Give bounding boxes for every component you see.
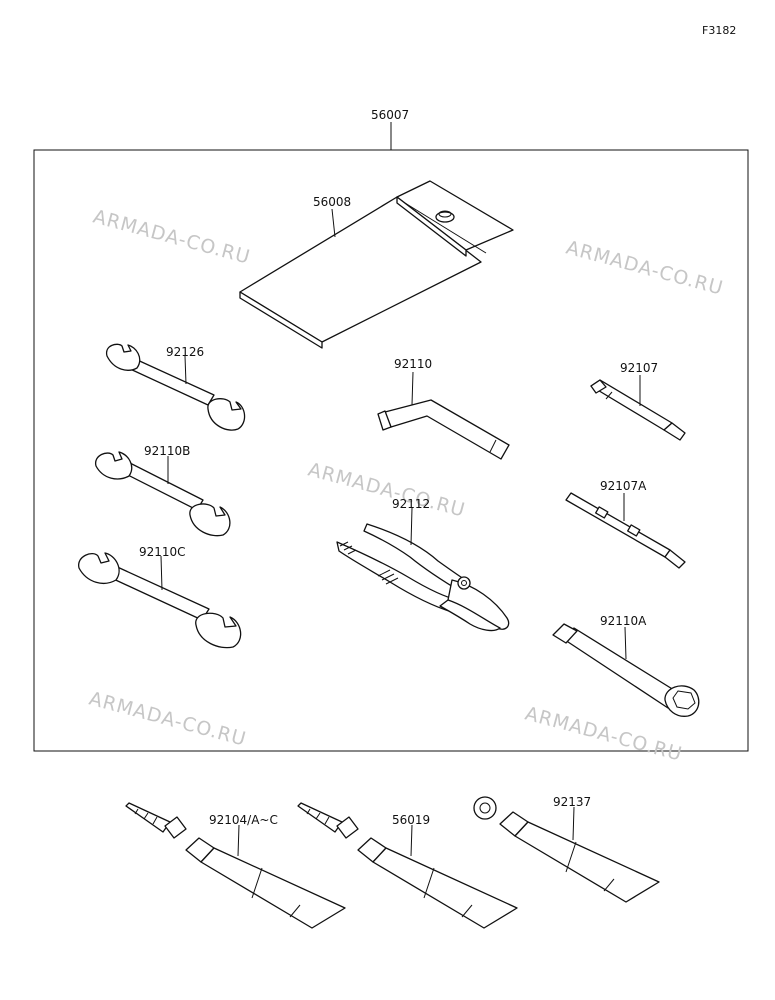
part-label-92112[interactable]: 92112 (392, 497, 430, 511)
part-label-92104[interactable]: 92104/A~C (209, 813, 278, 827)
part-label-92110[interactable]: 92110 (394, 357, 432, 371)
watermark: ARMADA-CO.RU (87, 688, 249, 751)
part-label-92110B[interactable]: 92110B (144, 444, 190, 458)
figure-code: F3182 (702, 24, 736, 37)
wrench-92110b[interactable] (95, 451, 231, 537)
watermark: ARMADA-CO.RU (306, 459, 468, 522)
tool-pouch-56008[interactable] (239, 180, 514, 349)
part-label-56007[interactable]: 56007 (371, 108, 409, 122)
watermark: ARMADA-CO.RU (564, 237, 726, 300)
part-label-92107A[interactable]: 92107A (600, 479, 647, 493)
pliers-92112[interactable] (336, 507, 510, 632)
part-label-92110C[interactable]: 92110C (139, 545, 186, 559)
hex-key-92110[interactable] (377, 371, 510, 460)
grease-tube-92104[interactable] (125, 802, 346, 929)
part-label-92110A[interactable]: 92110A (600, 614, 647, 628)
part-label-56019[interactable]: 56019 (392, 813, 430, 827)
part-label-92107[interactable]: 92107 (620, 361, 658, 375)
box-wrench-92110a[interactable] (552, 623, 700, 717)
grease-tube-56019[interactable] (297, 802, 518, 929)
watermark: ARMADA-CO.RU (523, 703, 685, 766)
wrench-92126[interactable] (105, 343, 246, 431)
watermark: ARMADA-CO.RU (91, 206, 253, 269)
screwdriver-92107a[interactable] (565, 492, 686, 569)
screwdriver-92107[interactable] (590, 375, 686, 441)
wrench-92110c[interactable] (78, 552, 242, 649)
part-label-56008[interactable]: 56008 (313, 195, 351, 209)
part-label-92137[interactable]: 92137 (553, 795, 591, 809)
grease-tube-92137[interactable] (473, 796, 660, 903)
part-label-92126[interactable]: 92126 (166, 345, 204, 359)
